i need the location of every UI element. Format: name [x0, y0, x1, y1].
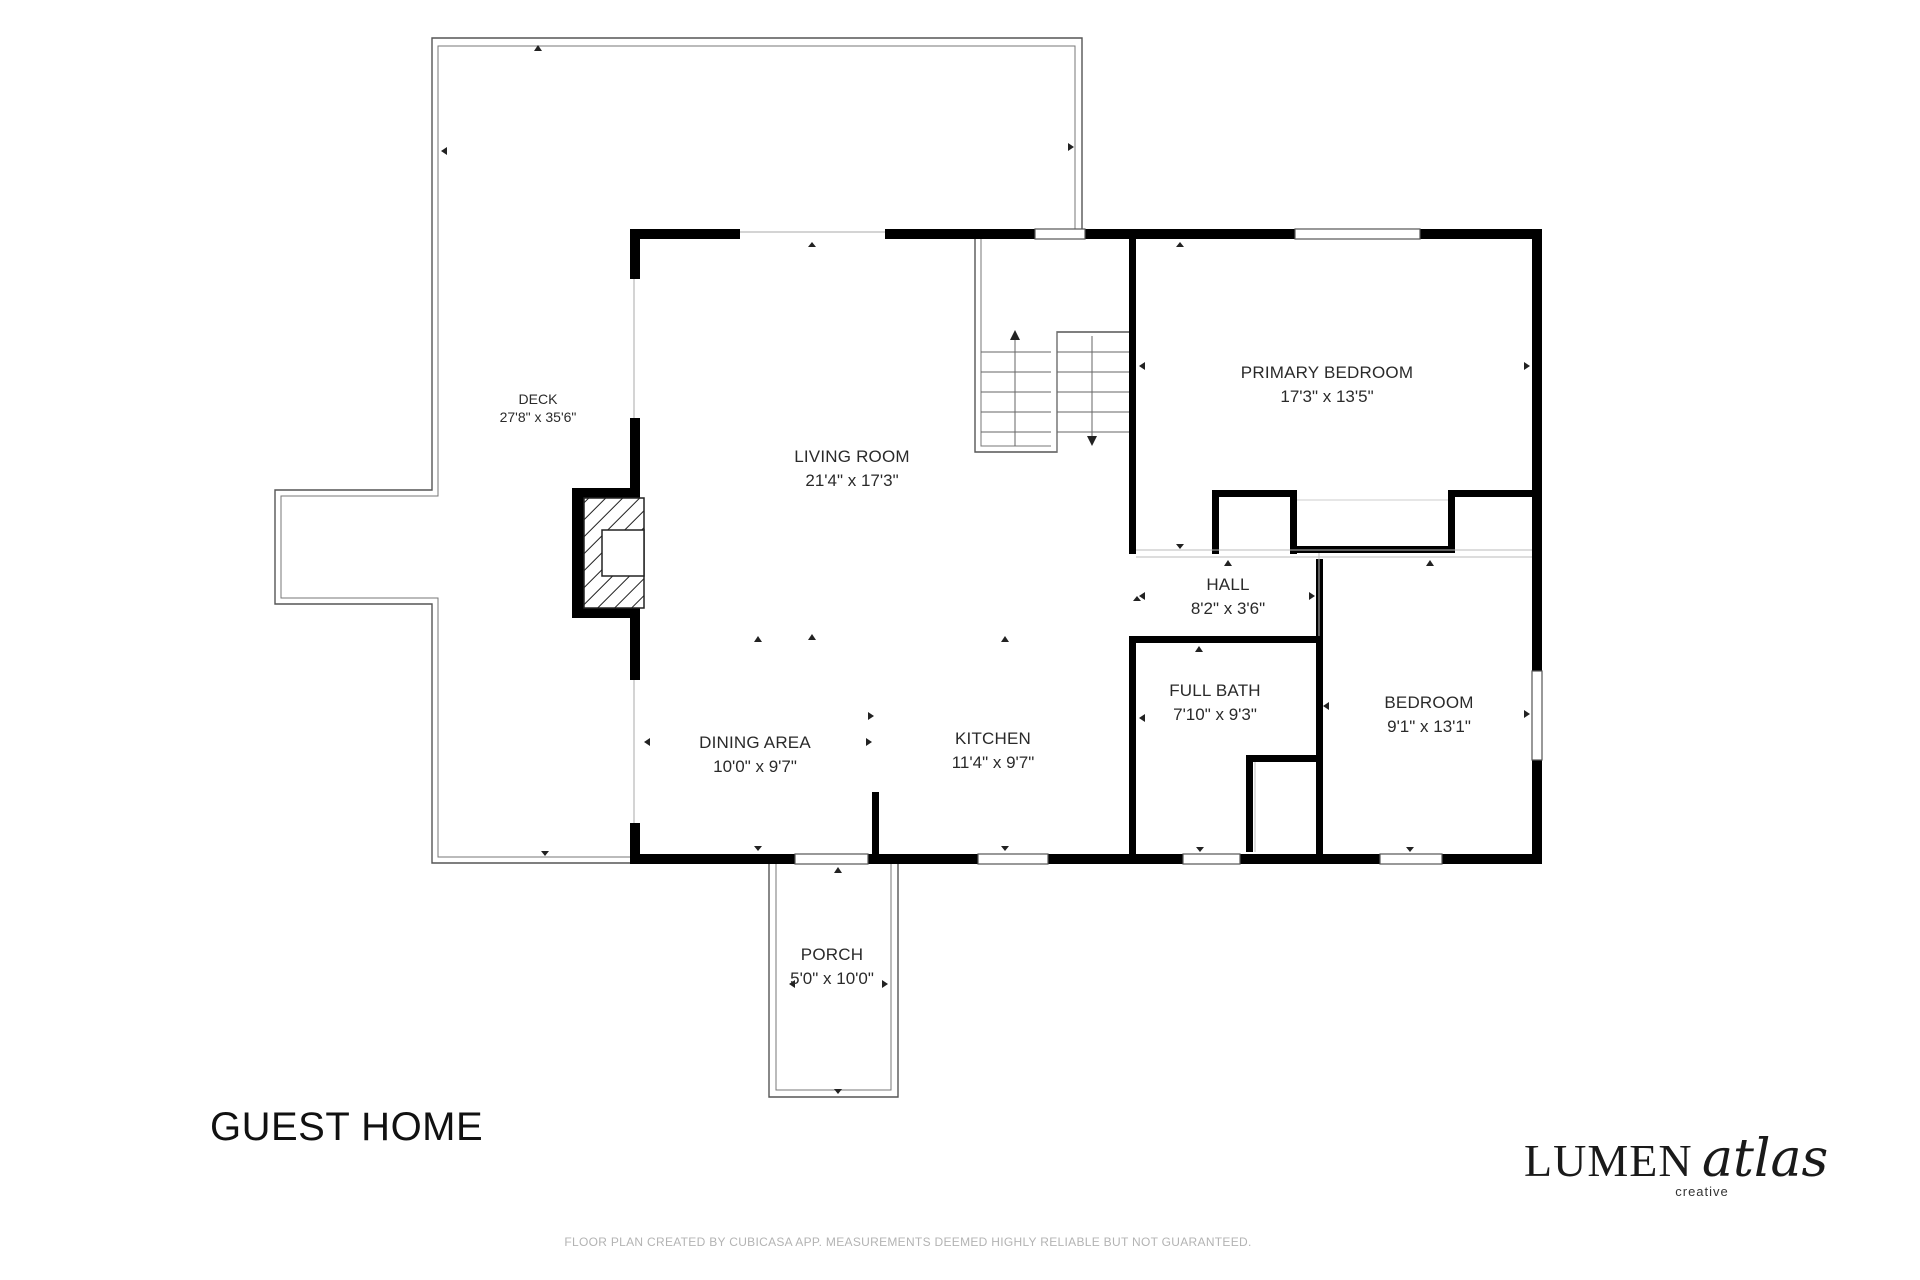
disclaimer: FLOOR PLAN CREATED BY CUBICASA APP. MEAS…: [564, 1235, 1251, 1249]
brand-primary: LUMEN: [1524, 1135, 1693, 1186]
room-dims: 21'4" x 17'3": [805, 471, 898, 490]
room-name: PORCH: [801, 945, 863, 964]
room-label-bedroom: BEDROOM 9'1" x 13'1": [1384, 693, 1473, 736]
brand-script: atlas: [1702, 1129, 1828, 1189]
room-name: DINING AREA: [699, 733, 811, 752]
room-dims: 27'8" x 35'6": [500, 409, 577, 425]
brand-logo: LUMEN atlas creative: [1524, 1129, 1828, 1199]
room-name: KITCHEN: [955, 729, 1031, 748]
plan-title: GUEST HOME: [210, 1105, 483, 1149]
room-label-full-bath: FULL BATH 7'10" x 9'3": [1169, 681, 1261, 724]
room-dims: 17'3" x 13'5": [1280, 387, 1373, 406]
room-name: BEDROOM: [1384, 693, 1473, 712]
room-name: HALL: [1206, 575, 1249, 594]
room-label-kitchen: KITCHEN 11'4" x 9'7": [952, 729, 1035, 772]
room-label-dining-area: DINING AREA 10'0" x 9'7": [699, 733, 811, 776]
room-label-deck: DECK 27'8" x 35'6": [500, 391, 577, 425]
room-name: DECK: [519, 391, 559, 407]
room-name: LIVING ROOM: [794, 447, 910, 466]
deck-outline: [274, 37, 1083, 864]
room-name: PRIMARY BEDROOM: [1241, 363, 1413, 382]
room-dims: 5'0" x 10'0": [790, 969, 874, 988]
fireplace: [572, 488, 645, 618]
room-label-hall: HALL 8'2" x 3'6": [1191, 575, 1265, 618]
room-label-living-room: LIVING ROOM 21'4" x 17'3": [794, 447, 910, 490]
room-name: FULL BATH: [1169, 681, 1261, 700]
room-dims: 9'1" x 13'1": [1387, 717, 1471, 736]
brand-tagline: creative: [1675, 1184, 1729, 1199]
room-label-primary-bedroom: PRIMARY BEDROOM 17'3" x 13'5": [1241, 363, 1413, 406]
room-dims: 7'10" x 9'3": [1173, 705, 1257, 724]
room-dims: 10'0" x 9'7": [713, 757, 797, 776]
windows: [633, 228, 1543, 865]
porch-outline: [768, 863, 899, 1098]
room-dims: 8'2" x 3'6": [1191, 599, 1265, 618]
staircase: [974, 239, 1129, 453]
markers: [441, 45, 1530, 1094]
room-label-porch: PORCH 5'0" x 10'0": [790, 945, 874, 988]
room-dims: 11'4" x 9'7": [952, 753, 1035, 772]
